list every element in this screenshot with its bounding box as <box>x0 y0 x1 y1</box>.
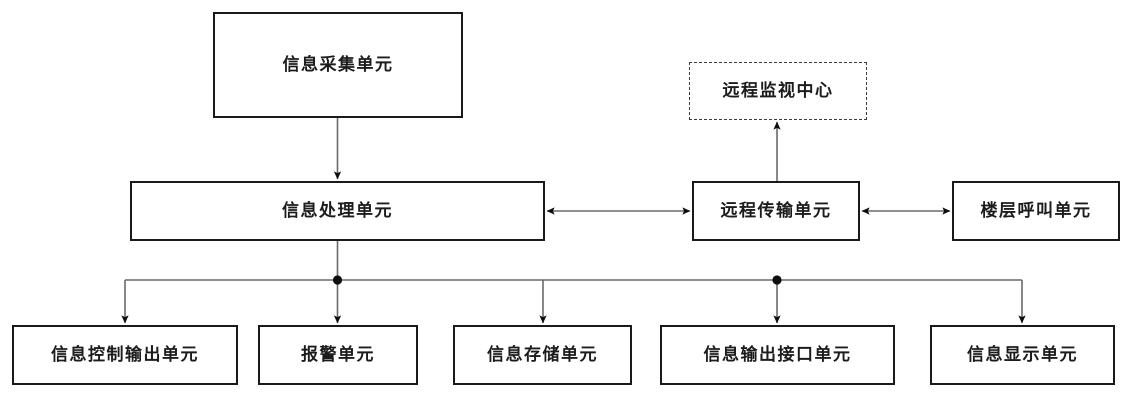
node-floor-call-unit[interactable]: 楼层呼叫单元 <box>952 181 1120 241</box>
node-label-floor-call-unit: 楼层呼叫单元 <box>980 200 1092 220</box>
node-label-remote-monitoring-center: 远程监视中心 <box>722 80 834 100</box>
junction-processing-bus-dot <box>332 275 343 285</box>
node-label-info-control-output-unit: 信息控制输出单元 <box>51 344 199 364</box>
node-label-info-acquisition-unit: 信息采集单元 <box>282 54 394 74</box>
node-label-info-storage-unit: 信息存储单元 <box>487 344 598 364</box>
node-info-display-unit[interactable]: 信息显示单元 <box>930 325 1115 385</box>
node-info-processing-unit[interactable]: 信息处理单元 <box>130 181 545 241</box>
node-info-output-interface-unit[interactable]: 信息输出接口单元 <box>660 325 895 385</box>
junction-output-interface-bus-dot <box>772 275 782 285</box>
node-label-alarm-unit: 报警单元 <box>301 344 375 364</box>
node-remote-transmission-unit[interactable]: 远程传输单元 <box>692 181 860 241</box>
node-label-info-output-interface-unit: 信息输出接口单元 <box>703 344 852 364</box>
node-info-storage-unit[interactable]: 信息存储单元 <box>453 325 632 385</box>
node-info-acquisition-unit[interactable]: 信息采集单元 <box>213 12 463 118</box>
node-info-control-output-unit[interactable]: 信息控制输出单元 <box>12 325 238 385</box>
node-label-info-display-unit: 信息显示单元 <box>967 344 1078 364</box>
node-alarm-unit[interactable]: 报警单元 <box>258 325 418 385</box>
node-remote-monitoring-center[interactable]: 远程监视中心 <box>689 62 867 120</box>
node-label-remote-transmission-unit: 远程传输单元 <box>720 200 832 220</box>
node-label-info-processing-unit: 信息处理单元 <box>282 200 393 220</box>
